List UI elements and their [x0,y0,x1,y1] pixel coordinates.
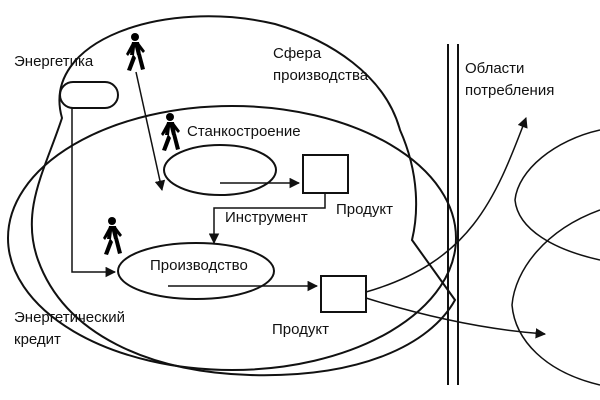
label-product-bottom: Продукт [272,321,329,338]
label-product-top: Продукт [336,201,393,218]
label-tool: Инструмент [225,209,308,226]
production-system-ellipse [7,105,457,371]
arrow-tool-to-production [208,193,326,245]
product-box-bottom [320,275,367,313]
machine-building-ellipse [163,144,277,196]
label-sphere-line2: производства [273,67,369,84]
label-credit-line2: кредит [14,331,61,348]
arrow-energy-credit-to-production [71,108,117,278]
arrow-product-to-consumption-bottom [365,297,547,339]
sphere-of-production-boundary [30,15,457,377]
consumption-arc-bottom [511,209,600,386]
consumption-arc-top [514,129,600,261]
label-consumption-line2: потребления [465,82,554,99]
label-machine-building: Станкостроение [187,123,301,140]
walking-person-icon [103,217,122,255]
label-production: Производство [150,257,248,274]
label-credit-line1: Энергетический [14,309,125,326]
walking-person-icon [161,113,180,151]
arrow-product-to-consumption-top [365,117,528,293]
label-sphere-line1: Сфера [273,45,322,62]
arrow-energy-to-machine-building [135,71,166,192]
product-box-top [302,154,349,194]
label-consumption-line1: Области [465,60,524,77]
label-energy: Энергетика [14,53,94,70]
production-ellipse [117,242,275,300]
energy-block [59,81,119,109]
walking-person-icon [126,33,145,71]
